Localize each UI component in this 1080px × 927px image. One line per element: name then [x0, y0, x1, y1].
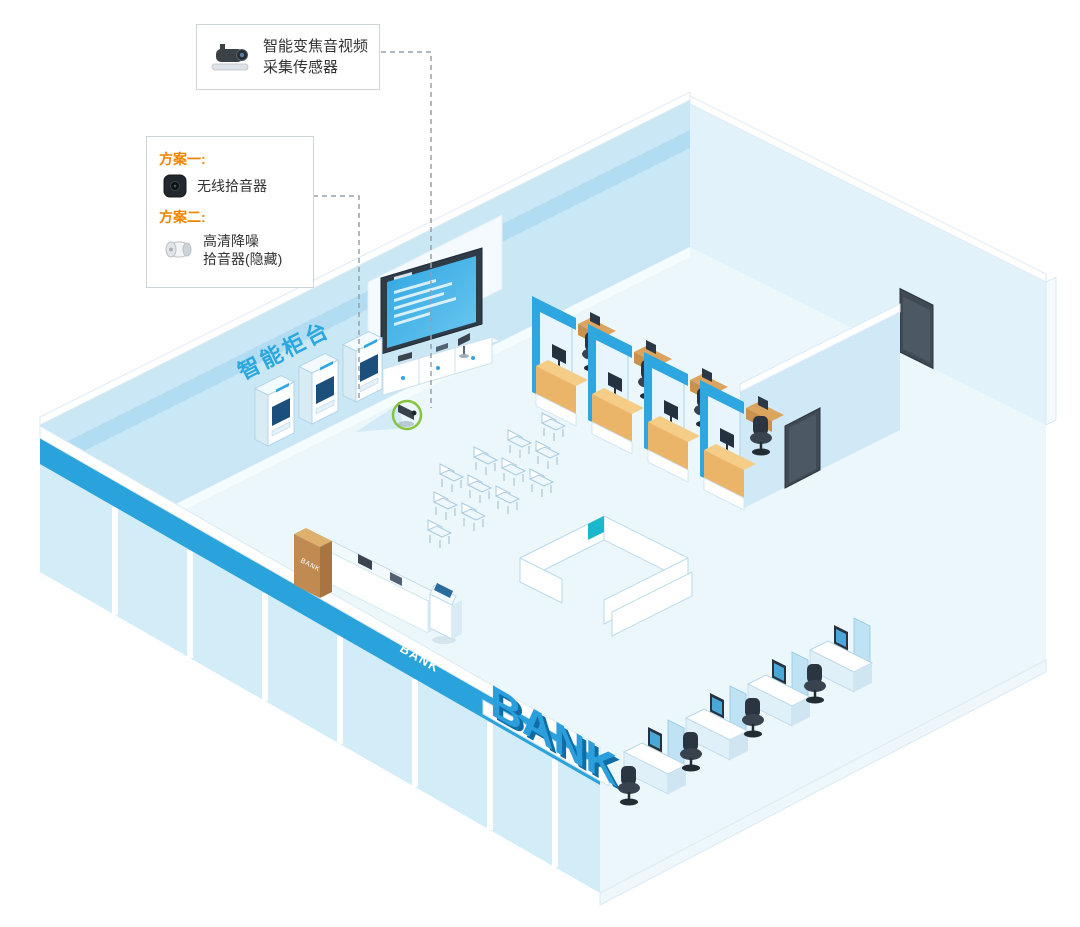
sensor-connector-line: [381, 51, 432, 408]
service-counter: BANK: [294, 528, 442, 634]
hidden-mic-icon: [165, 241, 192, 258]
plan2-item-line1: 高清降噪: [203, 233, 259, 249]
plan2-row: 高清降噪 拾音器(隐藏): [163, 232, 301, 268]
sensor-callout-line1: 智能变焦音视频: [263, 38, 369, 55]
plan1-row: 无线拾音器: [163, 174, 301, 198]
tv-screen-content: [394, 272, 456, 326]
plan2-item-line2: 拾音器(隐藏): [203, 251, 283, 268]
back-right-wall: [689, 95, 1057, 426]
wireless-mic-icon: [163, 174, 187, 198]
sensor-callout: 智能变焦音视频 采集传感器: [196, 24, 380, 90]
facade-blue-stripe: [40, 438, 600, 785]
sofa-segment: [519, 557, 563, 604]
camera-on-cabinet: [458, 333, 470, 358]
sign-pedestal: [482, 699, 610, 787]
connectors: [313, 51, 432, 408]
plan2-item-label: 高清降噪 拾音器(隐藏): [203, 232, 282, 268]
sofa-set: [519, 515, 693, 637]
ptz-camera-icon: [211, 44, 249, 71]
plans-callout: 方案一: 无线拾音器 方案二: 高清降噪 拾音器(隐藏): [146, 136, 314, 289]
plan2-label: 方案二:: [159, 209, 206, 225]
counter-tower: BANK: [294, 528, 332, 598]
sensor-callout-line2: 采集传感器: [263, 59, 339, 76]
atm-kiosk: [254, 375, 295, 447]
sofa-cushion-teal: [588, 516, 604, 540]
audio-pickup-device: [398, 404, 417, 427]
partition-wall: [739, 303, 901, 510]
atm-kiosk: [342, 331, 383, 403]
sofa-bench: [611, 571, 693, 637]
plan1-label: 方案一:: [159, 151, 206, 167]
sensor-callout-text: 智能变焦音视频 采集传感器: [263, 36, 368, 78]
facade-glass: [40, 464, 600, 893]
floor-edge-band: [599, 659, 1047, 906]
info-kiosk: [429, 583, 462, 644]
plans-connector-line: [313, 195, 360, 400]
sensor-highlight: [356, 399, 423, 432]
highlight-circle: [391, 399, 423, 431]
sensor-beam: [356, 404, 404, 432]
atm-kiosk: [298, 353, 339, 425]
plan1-item-label: 无线拾音器: [197, 177, 267, 194]
